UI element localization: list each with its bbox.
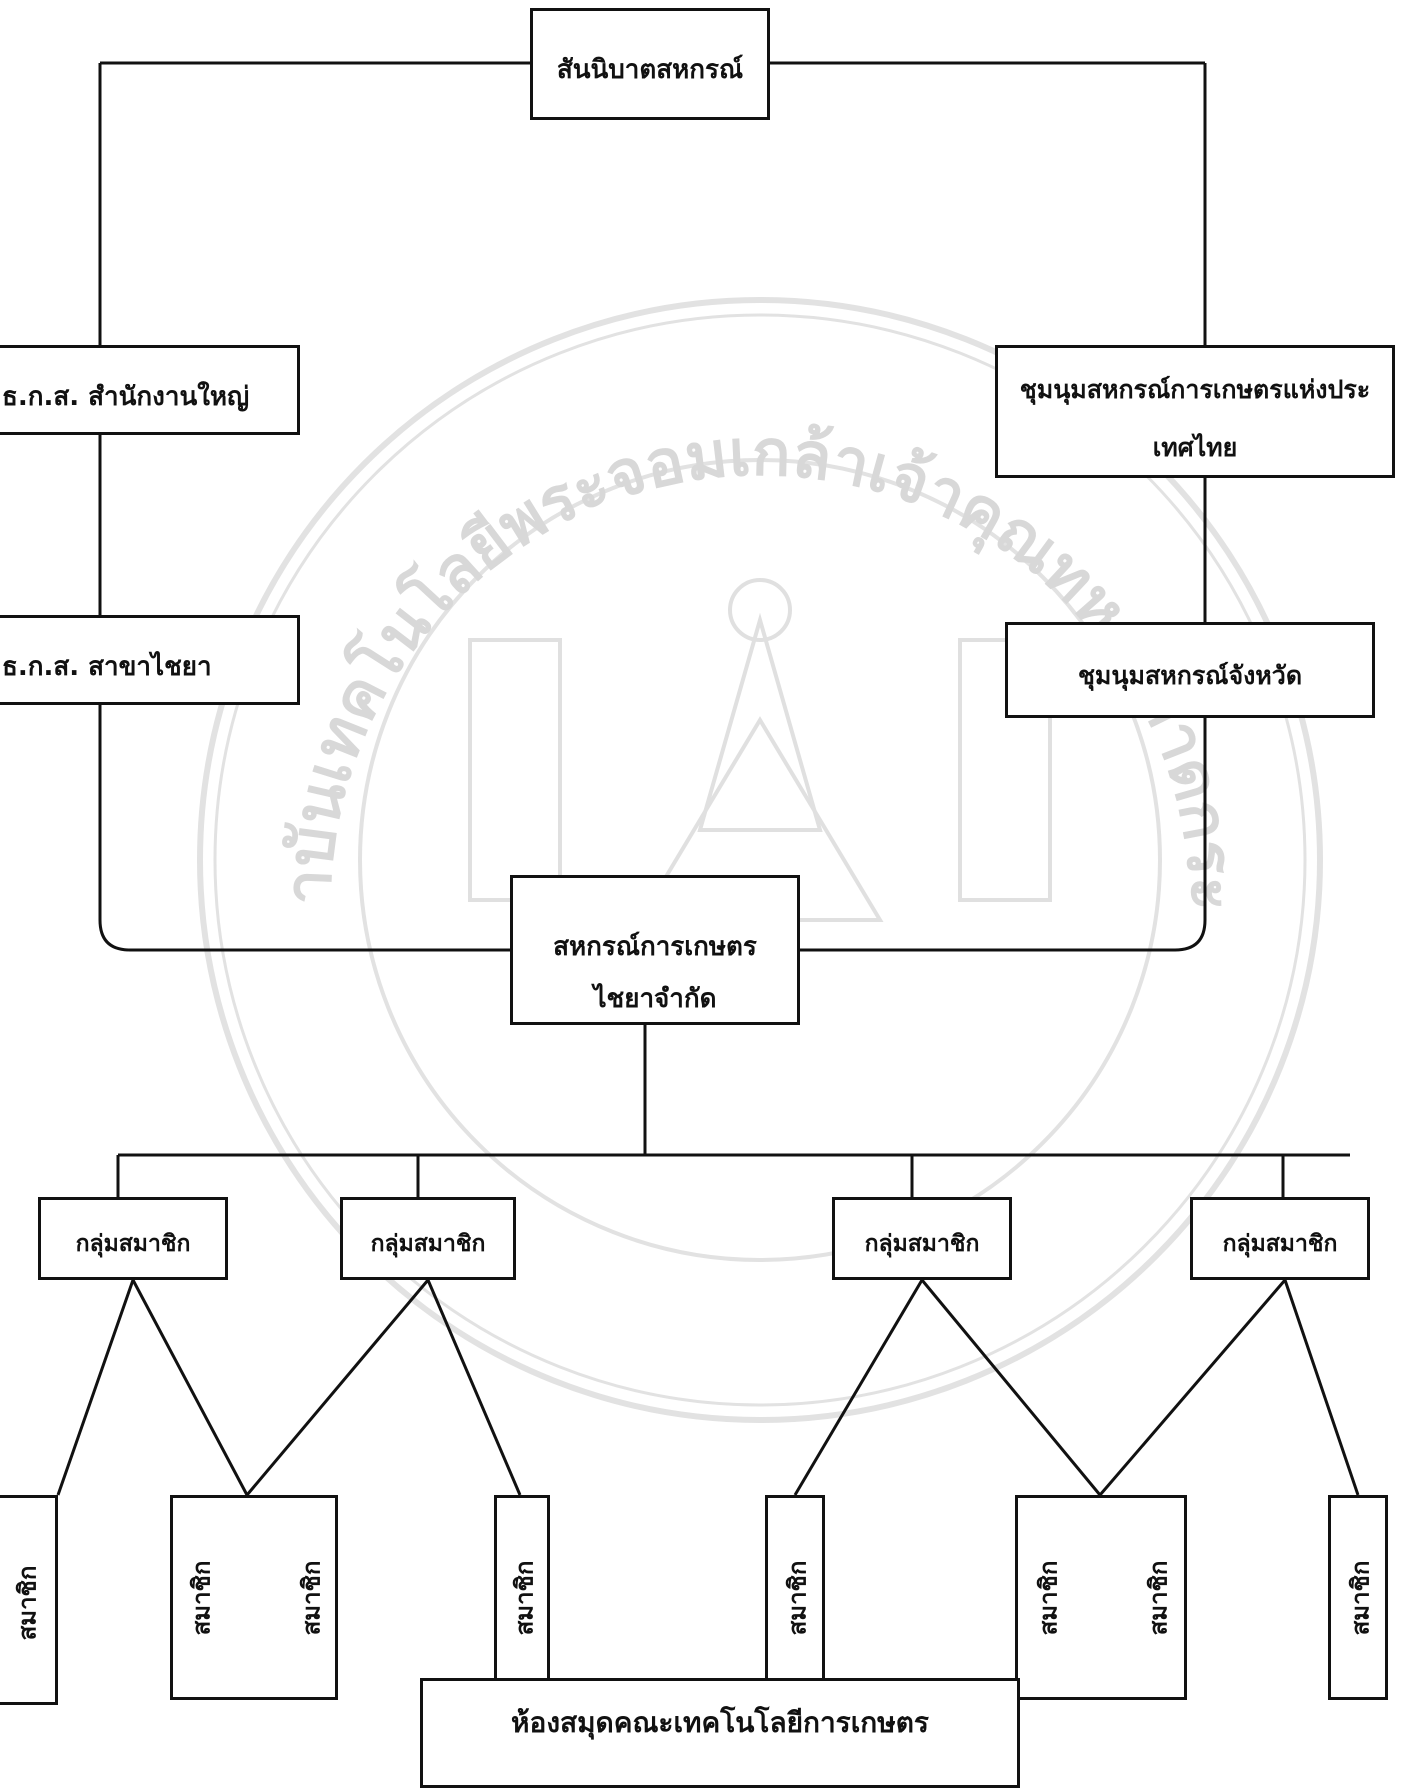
label-baac-branch: ธ.ก.ส. สาขาไชยา <box>2 652 212 682</box>
box-provincial-federation: ชุมนุมสหกรณ์จังหวัด <box>1005 622 1375 718</box>
label-federation-line2: เทศไทย <box>1152 433 1238 462</box>
label-member: สมาชิก <box>13 1565 42 1641</box>
box-baac-branch: ธ.ก.ส. สาขาไชยา <box>0 615 300 705</box>
box-member-pair-2: สมาชิก สมาชิก <box>1015 1495 1187 1700</box>
box-member-group-1: กลุ่มสมาชิก <box>38 1197 228 1280</box>
label-cooperative-league: สันนิบาตสหกรณ์ <box>556 55 744 85</box>
box-member-4: สมาชิก <box>1328 1495 1388 1700</box>
library-stamp: ห้องสมุดคณะเทคโนโลยีการเกษตร <box>420 1678 1020 1788</box>
box-member-group-3: กลุ่มสมาชิก <box>832 1197 1012 1280</box>
label-member: สมาชิก <box>510 1560 539 1636</box>
box-member-group-4: กลุ่มสมาชิก <box>1190 1197 1370 1280</box>
label-member: สมาชิก <box>187 1560 216 1636</box>
label-member: สมาชิก <box>1144 1560 1173 1636</box>
label-coop-line2: ไชยาจำกัด <box>593 984 717 1014</box>
box-member-2: สมาชิก <box>494 1495 550 1700</box>
label-member-group: กลุ่มสมาชิก <box>864 1231 980 1257</box>
label-federation-line1: ชุมนุมสหกรณ์การเกษตรแห่งประ <box>1019 375 1371 404</box>
box-member-pair-1: สมาชิก สมาชิก <box>170 1495 338 1700</box>
library-stamp-text: ห้องสมุดคณะเทคโนโลยีการเกษตร <box>511 1706 929 1739</box>
box-cooperative-league: สันนิบาตสหกรณ์ <box>530 8 770 120</box>
box-member-3: สมาชิก <box>765 1495 825 1700</box>
label-member-group: กลุ่มสมาชิก <box>75 1231 191 1257</box>
box-member-group-2: กลุ่มสมาชิก <box>340 1197 516 1280</box>
box-member-1: สมาชิก <box>0 1495 58 1705</box>
label-member: สมาชิก <box>1346 1560 1375 1636</box>
label-baac-headquarters: ธ.ก.ส. สำนักงานใหญ่ <box>2 382 250 412</box>
label-member: สมาชิก <box>297 1560 326 1636</box>
label-coop-line1: สหกรณ์การเกษตร <box>553 932 757 962</box>
box-agri-coop-federation: ชุมนุมสหกรณ์การเกษตรแห่งประ เทศไทย <box>995 345 1395 478</box>
label-member-group: กลุ่มสมาชิก <box>370 1231 486 1257</box>
box-chaiya-coop: สหกรณ์การเกษตร ไชยาจำกัด <box>510 875 800 1025</box>
label-member-group: กลุ่มสมาชิก <box>1222 1231 1338 1257</box>
label-member: สมาชิก <box>1034 1560 1063 1636</box>
label-member: สมาชิก <box>783 1560 812 1636</box>
label-provincial-federation: ชุมนุมสหกรณ์จังหวัด <box>1077 661 1303 690</box>
box-baac-headquarters: ธ.ก.ส. สำนักงานใหญ่ <box>0 345 300 435</box>
